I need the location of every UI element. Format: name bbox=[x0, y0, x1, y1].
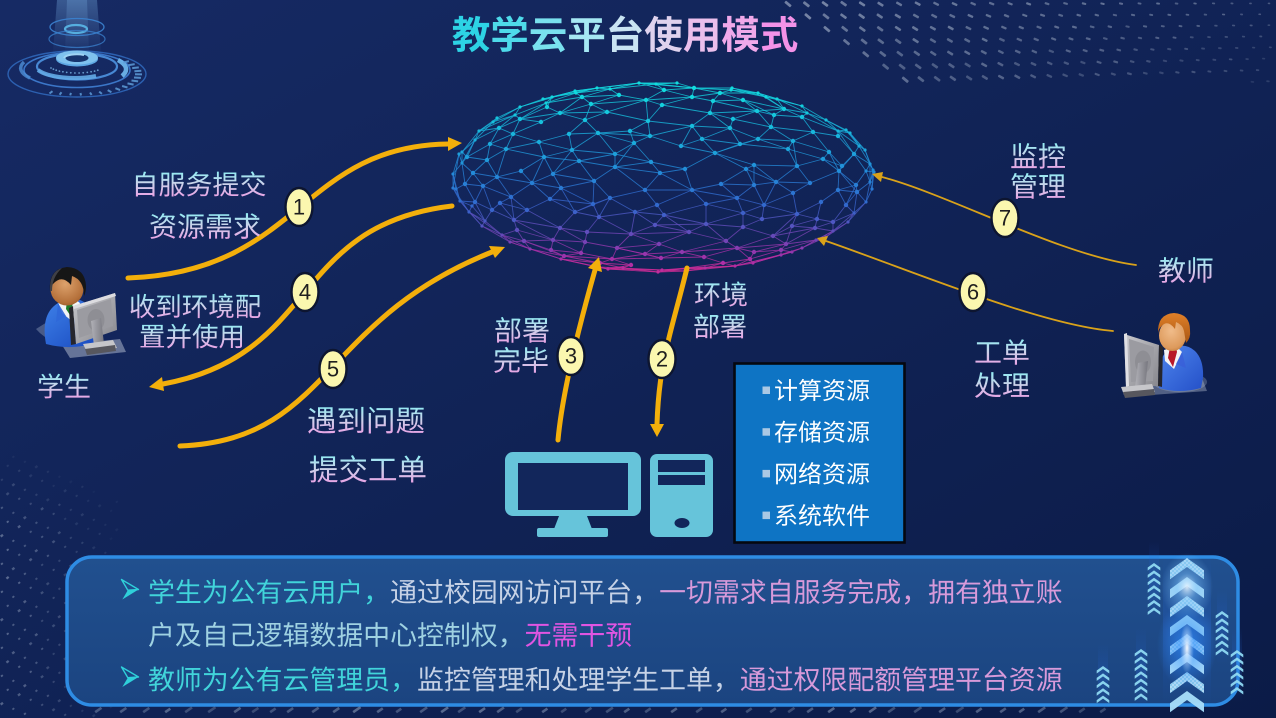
svg-text:3: 3 bbox=[565, 344, 577, 369]
svg-text:1: 1 bbox=[293, 195, 305, 220]
svg-text:4: 4 bbox=[299, 280, 311, 305]
svg-text:5: 5 bbox=[327, 357, 339, 382]
svg-text:6: 6 bbox=[967, 280, 979, 305]
svg-text:7: 7 bbox=[999, 206, 1011, 231]
svg-text:2: 2 bbox=[656, 347, 668, 372]
